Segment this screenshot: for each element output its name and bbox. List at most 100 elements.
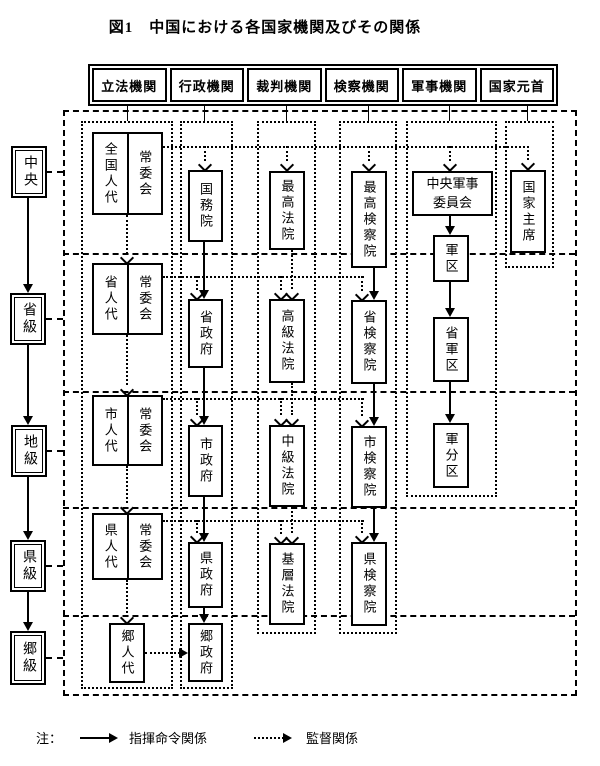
- level-county: 県級: [10, 540, 46, 592]
- arrowhead: [23, 622, 33, 631]
- npc-label: 全国人代: [94, 134, 129, 213]
- drop-president: [527, 146, 529, 160]
- header-administrative: 行政機関: [169, 68, 244, 102]
- node-cmc: 中央軍事 委員会: [412, 171, 493, 216]
- arrow-high-court-mid-court: [291, 383, 293, 415]
- prov-standing-committee: 常委会: [137, 275, 153, 323]
- node-town-pc: 郷人代: [109, 623, 145, 683]
- connector-head-of-state: [527, 105, 528, 121]
- county-pc-label: 県人代: [94, 515, 129, 578]
- arrowhead: [199, 533, 209, 542]
- legend-note: 注：: [36, 731, 63, 746]
- tie-township: [46, 657, 63, 659]
- level-prefecture: 地級: [11, 425, 47, 477]
- npc-standing-committee: 常委会: [137, 149, 153, 198]
- drop-mid-court: [280, 398, 282, 415]
- legend-dotted-arrowhead: [283, 733, 292, 743]
- node-mid-court: 中級法院: [269, 425, 305, 507]
- drop-county-gov: [196, 520, 198, 533]
- arrowhead: [445, 226, 455, 235]
- divider-county-township: [63, 615, 575, 617]
- supervision-line-prefecture: [163, 398, 364, 400]
- arrow-prefecture-county: [27, 477, 29, 531]
- supervision-line-central: [163, 146, 529, 148]
- node-town-gov: 郷政府: [188, 623, 223, 682]
- arrow-prov-pc-city-pc: [126, 335, 128, 385]
- outer-border-bottom: [63, 694, 577, 696]
- drop-city-proc: [361, 398, 363, 416]
- connector-military: [449, 105, 450, 121]
- arrow-state-council-prov-gov: [203, 242, 205, 290]
- arrow-prov-proc-city-proc: [373, 384, 375, 417]
- node-city-proc: 市検察院: [351, 426, 387, 508]
- level-township: 郷級: [10, 631, 46, 685]
- arrowhead: [23, 284, 33, 293]
- arrow-county-pc-town-pc: [126, 580, 128, 613]
- node-mil-region: 軍区: [433, 235, 469, 282]
- arrowhead: [369, 291, 379, 300]
- arrowhead: [23, 531, 33, 540]
- tie-province: [46, 318, 63, 320]
- legend-command-label: 指揮命令関係: [129, 731, 208, 746]
- node-city-gov: 市政府: [188, 425, 223, 497]
- node-state-council: 国務院: [188, 170, 223, 242]
- drop-high-court: [280, 276, 282, 290]
- arrow-prov-gov-city-gov: [203, 368, 205, 416]
- column-legislative: [81, 121, 173, 689]
- county-standing-committee: 常委会: [137, 522, 153, 571]
- arrow-town-pc-town-gov: [145, 652, 180, 654]
- city-standing-committee: 常委会: [137, 406, 153, 455]
- node-prov-mil-region: 省軍区: [433, 317, 469, 382]
- legend: 注： 指揮命令関係 監督関係: [0, 728, 600, 752]
- drop-supreme-proc: [368, 146, 370, 161]
- drop-county-proc: [361, 520, 363, 533]
- supervision-line-province: [163, 276, 364, 278]
- prov-pc-label: 省人代: [94, 265, 129, 333]
- drop-prov-gov: [196, 276, 198, 290]
- header-frame: 立法機関 行政機関 裁判機関 検察機関 軍事機関 国家元首: [88, 64, 558, 106]
- drop-state-council: [204, 146, 206, 161]
- node-city-pc: 市人代 常委会: [92, 395, 163, 466]
- arrowhead: [369, 533, 379, 542]
- city-pc-label: 市人代: [94, 397, 129, 464]
- arrow-mid-court-basic-court: [291, 507, 293, 533]
- arrow-city-pc-county-pc: [126, 466, 128, 503]
- arrowhead: [445, 308, 455, 317]
- arrowhead: [179, 648, 188, 658]
- arrowhead: [199, 416, 209, 425]
- column-head-of-state: [505, 121, 554, 268]
- tie-central: [46, 171, 63, 173]
- node-mil-subdistrict: 軍分区: [433, 423, 469, 488]
- node-high-court: 高級法院: [269, 299, 305, 383]
- node-prov-pc: 省人代 常委会: [92, 263, 163, 335]
- connector-judicial: [286, 105, 287, 121]
- arrow-prov-mil-subdistrict: [449, 382, 451, 414]
- header-military: 軍事機関: [402, 68, 477, 102]
- column-judicial: [257, 121, 316, 634]
- drop-supreme-court: [286, 146, 288, 161]
- divider-province-prefecture: [63, 391, 575, 393]
- arrow-mil-region-prov-mil: [449, 282, 451, 308]
- level-province: 省級: [10, 293, 46, 345]
- connector-procuratorial: [368, 105, 369, 121]
- node-president: 国家主席: [510, 170, 546, 253]
- column-military: [406, 121, 497, 497]
- drop-cmc: [449, 146, 451, 161]
- tie-county: [46, 565, 63, 567]
- header-legislative: 立法機関: [92, 68, 167, 102]
- drop-basic-court: [280, 520, 282, 534]
- arrowhead: [199, 290, 209, 299]
- arrow-county-gov-town-gov: [203, 608, 205, 614]
- node-county-gov: 県政府: [188, 542, 223, 608]
- arrow-supreme-court-high-court: [291, 250, 293, 289]
- legend-solid-arrowhead: [109, 733, 118, 743]
- arrow-city-gov-county-gov: [203, 497, 205, 533]
- arrowhead: [445, 414, 455, 423]
- node-supreme-proc: 最高検察院: [351, 171, 387, 268]
- drop-city-gov: [196, 398, 198, 415]
- connector-legislative: [127, 105, 128, 121]
- node-npc: 全国人代 常委会: [92, 132, 163, 215]
- header-procuratorial: 検察機関: [324, 68, 399, 102]
- divider-central-province: [63, 253, 575, 255]
